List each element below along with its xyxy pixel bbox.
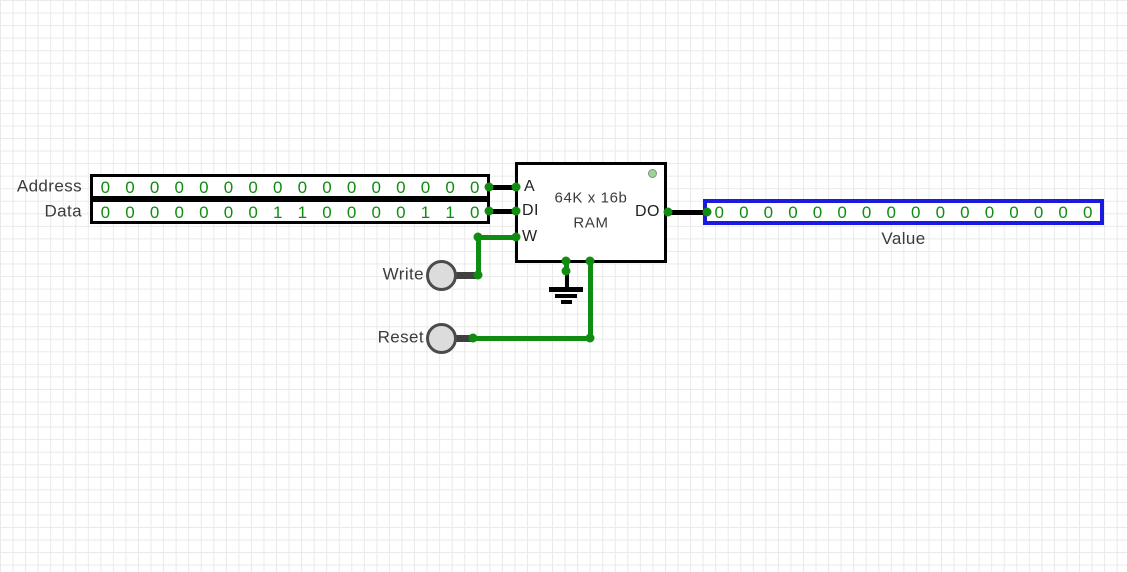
pin-dot-ram-w <box>511 232 521 242</box>
address-bit-0[interactable]: 0 <box>100 177 111 197</box>
ram-port-do-label: DO <box>635 203 660 220</box>
address-bit-13[interactable]: 0 <box>420 177 431 197</box>
data-label: Data <box>44 201 82 221</box>
address-bit-9[interactable]: 0 <box>322 177 332 197</box>
value-bit-8: 0 <box>911 203 921 222</box>
reset-button-label: Reset <box>377 327 424 347</box>
value-bit-4: 0 <box>812 203 823 222</box>
write-button[interactable] <box>425 259 457 291</box>
address-bit-4[interactable]: 0 <box>199 177 209 197</box>
data-bit-15[interactable]: 0 <box>469 202 480 222</box>
pin-dot-ram-a <box>511 182 521 192</box>
value-bit-5: 0 <box>837 203 847 222</box>
ram-chip: A DI W DO 64K x 16b RAM <box>515 162 667 263</box>
data-bit-0[interactable]: 0 <box>100 202 111 222</box>
wire-output-bus <box>666 210 708 215</box>
address-bit-15[interactable]: 0 <box>469 177 480 197</box>
pin-dot-ram-di <box>511 206 521 216</box>
data-bit-1[interactable]: 0 <box>125 202 135 222</box>
value-bit-3: 0 <box>788 203 798 222</box>
ground-bar-1 <box>549 287 583 292</box>
value-bit-10: 0 <box>960 203 970 222</box>
address-label: Address <box>16 176 82 196</box>
address-input-box: 0 0 0 0 0 0 0 0 0 0 0 0 0 0 0 0 <box>90 174 490 199</box>
data-bit-13[interactable]: 1 <box>420 202 431 222</box>
value-bit-2: 0 <box>763 203 774 222</box>
junction-dot-write-corner <box>473 232 483 242</box>
pin-dot-write-button <box>473 270 483 280</box>
value-label: Value <box>881 229 926 248</box>
ram-port-di-label: DI <box>522 202 539 219</box>
pin-dot-ground <box>561 266 571 276</box>
value-bit-13: 0 <box>1033 203 1044 222</box>
ram-size-label: 64K x 16b <box>554 189 628 207</box>
ground-stem <box>564 271 569 288</box>
wire-write-horizontal <box>476 235 518 240</box>
pin-dot-ram-do <box>663 207 673 217</box>
pin-dot-value-in <box>702 207 712 217</box>
wire-write-vertical <box>476 235 481 277</box>
address-bit-5[interactable]: 0 <box>223 177 234 197</box>
junction-dot-reset-corner <box>585 333 595 343</box>
pin-dot-ram-reset <box>585 256 595 266</box>
value-bit-11: 0 <box>984 203 995 222</box>
data-bit-2[interactable]: 0 <box>149 202 160 222</box>
data-bit-14[interactable]: 1 <box>445 202 455 222</box>
data-bit-5[interactable]: 0 <box>223 202 234 222</box>
ram-activity-led-icon <box>648 169 657 178</box>
data-input-box: 0 0 0 0 0 0 0 1 1 0 0 0 0 1 1 0 <box>90 199 490 224</box>
address-bit-2[interactable]: 0 <box>149 177 160 197</box>
address-bit-12[interactable]: 0 <box>396 177 406 197</box>
address-bit-10[interactable]: 0 <box>346 177 357 197</box>
ground-bar-2 <box>555 293 577 298</box>
address-bit-11[interactable]: 0 <box>371 177 381 197</box>
address-bit-7[interactable]: 0 <box>272 177 283 197</box>
ram-port-w-label: W <box>522 228 538 245</box>
pin-dot-reset-button <box>468 333 478 343</box>
wire-reset-horizontal <box>471 336 592 341</box>
write-button-label: Write <box>382 264 424 284</box>
value-bit-1: 0 <box>739 203 749 222</box>
data-bit-6[interactable]: 0 <box>248 202 258 222</box>
data-bit-9[interactable]: 0 <box>322 202 332 222</box>
pin-dot-address-out <box>484 182 494 192</box>
address-bit-14[interactable]: 0 <box>445 177 455 197</box>
ground-bar-3 <box>560 300 572 304</box>
value-bit-14: 0 <box>1058 203 1068 222</box>
value-bit-9: 0 <box>935 203 946 222</box>
data-bit-4[interactable]: 0 <box>199 202 209 222</box>
data-bit-11[interactable]: 0 <box>371 202 381 222</box>
address-bit-8[interactable]: 0 <box>297 177 308 197</box>
value-bit-12: 0 <box>1009 203 1019 222</box>
ram-port-a-label: A <box>524 178 536 195</box>
reset-button[interactable] <box>425 322 457 354</box>
wire-address-bus <box>488 185 518 190</box>
value-output-box: 0 0 0 0 0 0 0 0 0 0 0 0 0 0 0 0 <box>703 199 1104 225</box>
pin-dot-ram-ground <box>561 256 571 266</box>
value-bit-6: 0 <box>861 203 872 222</box>
data-bit-8[interactable]: 1 <box>297 202 308 222</box>
write-button-stub <box>455 271 479 279</box>
address-bit-1[interactable]: 0 <box>125 177 135 197</box>
address-bit-3[interactable]: 0 <box>174 177 184 197</box>
data-bit-10[interactable]: 0 <box>346 202 357 222</box>
pin-dot-data-out <box>484 206 494 216</box>
reset-button-stub <box>455 334 475 342</box>
data-bit-7[interactable]: 1 <box>272 202 283 222</box>
wire-data-bus <box>488 209 518 214</box>
wire-ground <box>564 259 569 273</box>
address-bit-6[interactable]: 0 <box>248 177 258 197</box>
value-bit-0: 0 <box>714 203 725 222</box>
value-bit-15: 0 <box>1082 203 1093 222</box>
data-bit-3[interactable]: 0 <box>174 202 184 222</box>
data-bit-12[interactable]: 0 <box>396 202 406 222</box>
value-bit-7: 0 <box>886 203 896 222</box>
ram-type-label: RAM <box>573 214 609 232</box>
wire-reset-vertical <box>588 260 593 340</box>
